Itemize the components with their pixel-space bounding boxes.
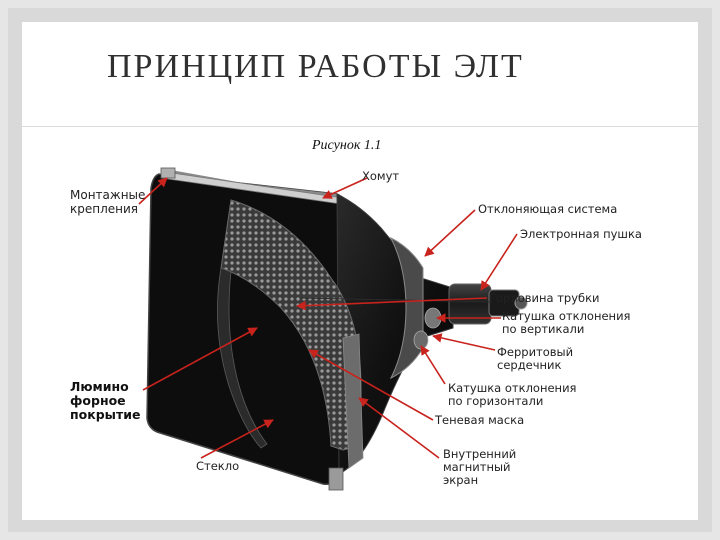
label-mount: Монтажные крепления (70, 188, 146, 216)
electron-beam (300, 297, 492, 303)
crt-figure: Рисунок 1.1 (61, 128, 655, 496)
label-shadow-mask: Теневая маска (435, 413, 525, 427)
arrow-shield (358, 397, 440, 459)
arrow-gun (480, 233, 518, 291)
arrow-glass (200, 419, 274, 459)
title-band (22, 22, 698, 127)
mount-bracket-top (160, 167, 176, 179)
arrow-mount (138, 177, 168, 205)
label-magnetic-shield: Внутренний магнитный экран (443, 447, 517, 487)
magnetic-shield-strip (342, 333, 364, 469)
arrow-phosphor (142, 327, 258, 391)
arrow-ferrite (432, 333, 496, 351)
label-horizontal-coil: Катушка отклонения по горизонтали (448, 381, 577, 408)
label-phosphor: Люмино форное покрытие (70, 379, 141, 422)
label-glass: Стекло (196, 459, 240, 473)
arrow-clamp (322, 177, 368, 199)
phosphor-layer (217, 267, 268, 449)
label-deflection-system: Отклоняющая система (478, 202, 618, 216)
slide-title: ПРИНЦИП РАБОТЫ ЭЛТ (107, 48, 524, 85)
arrow-mask (308, 349, 434, 421)
label-tube-neck: Горловина трубки (489, 291, 600, 305)
arrow-deflection (424, 209, 476, 257)
figure-caption: Рисунок 1.1 (312, 138, 382, 153)
label-electron-gun: Электронная пушка (520, 227, 642, 241)
mount-bracket (328, 467, 344, 491)
gun-tip (514, 296, 528, 310)
label-vertical-coil: Катушка отклонения по вертикали (502, 309, 631, 336)
label-clamp: Хомут (362, 169, 400, 183)
arrow-horizontal (420, 345, 446, 385)
arrow-neck (296, 297, 488, 311)
label-ferrite-core: Ферритовый сердечник (497, 345, 574, 372)
crt-diagram (138, 167, 528, 491)
